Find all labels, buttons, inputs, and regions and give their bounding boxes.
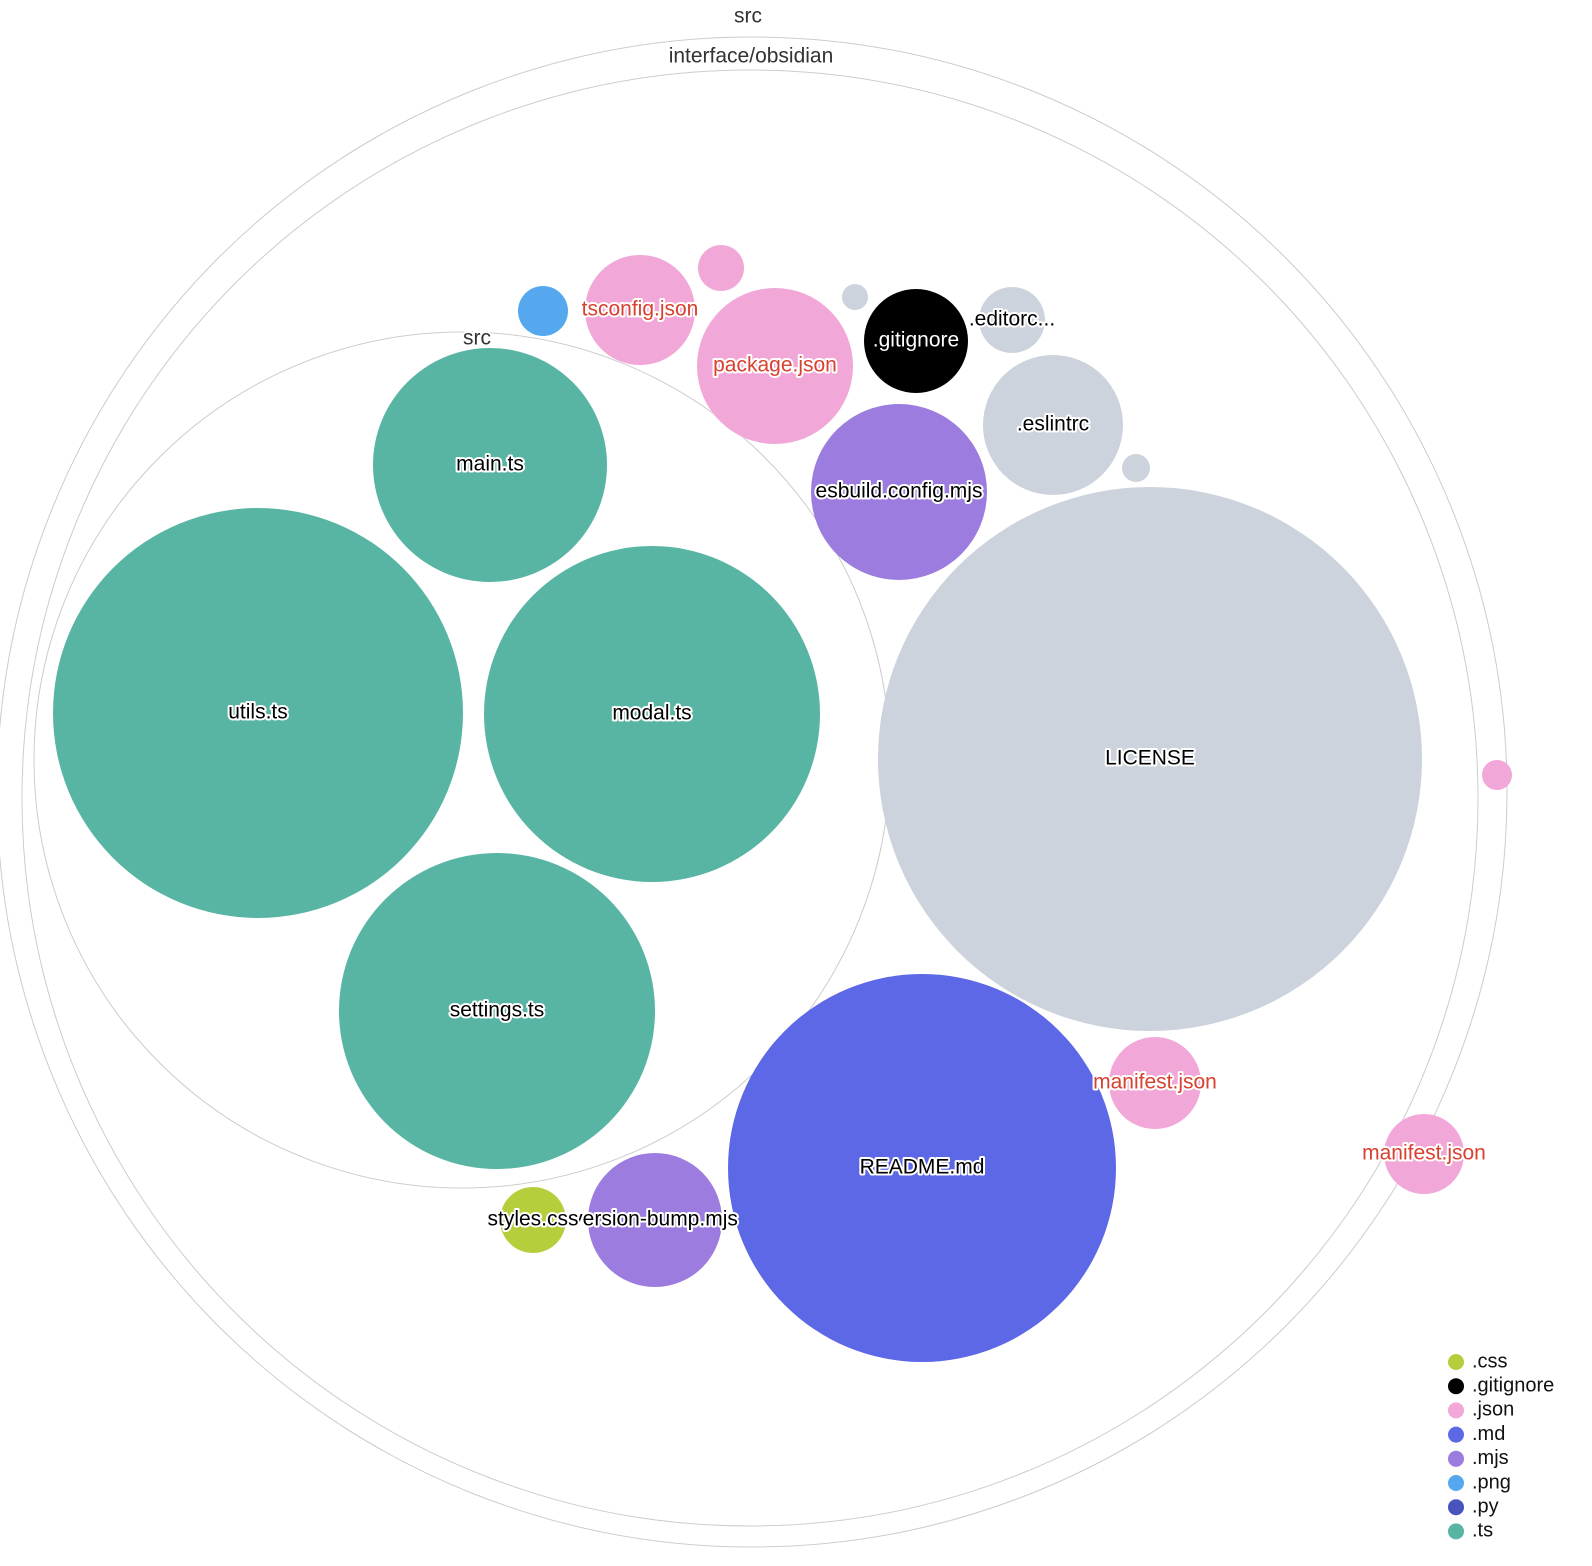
file-circle-manifest.json-root[interactable] bbox=[1384, 1114, 1464, 1194]
file-label-modal.ts: modal.ts bbox=[612, 702, 691, 725]
file-circle-.eslintrc[interactable] bbox=[983, 355, 1123, 495]
file-circle-styles.css[interactable] bbox=[500, 1187, 566, 1253]
legend-swatch-.gitignore bbox=[1448, 1378, 1464, 1395]
file-circle-manifest.json[interactable] bbox=[1109, 1037, 1201, 1129]
file-label-manifest.json: manifest.json bbox=[1093, 1071, 1217, 1094]
file-circle-main.ts[interactable] bbox=[373, 348, 607, 582]
directory-label-interface-obsidian: interface/obsidian bbox=[669, 45, 834, 68]
legend-label-.png: .png bbox=[1472, 1471, 1511, 1493]
file-label-main.ts: main.ts bbox=[456, 453, 524, 476]
file-label-tsconfig.json: tsconfig.json bbox=[582, 298, 699, 321]
legend-swatch-.json bbox=[1448, 1402, 1464, 1419]
file-circle-modal.ts[interactable] bbox=[484, 546, 820, 882]
legend-label-.mjs: .mjs bbox=[1472, 1447, 1509, 1469]
file-circle-settings.ts[interactable] bbox=[339, 853, 655, 1169]
file-circle-utils.ts[interactable] bbox=[53, 508, 463, 918]
legend-swatch-.mjs bbox=[1448, 1450, 1464, 1467]
legend-label-.gitignore: .gitignore bbox=[1472, 1374, 1554, 1396]
file-label-README.md: README.md bbox=[860, 1156, 985, 1179]
legend-label-.css: .css bbox=[1472, 1350, 1508, 1372]
legend-label-.py: .py bbox=[1472, 1495, 1499, 1517]
legend-swatch-.md bbox=[1448, 1426, 1464, 1443]
file-label-LICENSE: LICENSE bbox=[1105, 747, 1195, 770]
file-label-editorc: .editorc... bbox=[969, 308, 1055, 331]
file-circle-README.md[interactable] bbox=[728, 974, 1116, 1362]
directory-label-src-inner: src bbox=[463, 327, 491, 350]
file-circle-png-file[interactable] bbox=[518, 286, 568, 336]
legend-label-.ts: .ts bbox=[1472, 1520, 1493, 1542]
legend-label-.md: .md bbox=[1472, 1423, 1505, 1445]
file-circle-gray-sm-1[interactable] bbox=[842, 284, 868, 310]
file-label-.eslintrc: .eslintrc bbox=[1017, 413, 1089, 436]
file-label-settings.ts: settings.ts bbox=[450, 999, 545, 1022]
file-circle-.gitignore[interactable] bbox=[864, 289, 968, 393]
file-circle-LICENSE[interactable] bbox=[878, 487, 1422, 1031]
file-circle-tsconfig.json[interactable] bbox=[585, 255, 695, 365]
directory-circle-interface-obsidian[interactable] bbox=[21, 69, 1479, 1527]
file-label-styles.css: styles.css bbox=[487, 1208, 578, 1231]
directory-circle-src-root[interactable] bbox=[0, 36, 1508, 1548]
file-label-.gitignore: .gitignore bbox=[873, 329, 959, 352]
file-circle-editorc[interactable] bbox=[979, 287, 1045, 353]
legend-swatch-.png bbox=[1448, 1475, 1464, 1491]
file-label-package.json: package.json bbox=[713, 354, 837, 377]
file-circle-esbuild.config.mjs[interactable] bbox=[811, 404, 987, 580]
file-label-utils.ts: utils.ts bbox=[228, 701, 288, 724]
file-label-version-bump.mjs: version-bump.mjs bbox=[572, 1208, 738, 1231]
legend-swatch-.ts bbox=[1448, 1523, 1464, 1540]
file-circle-json-sm-top[interactable] bbox=[698, 245, 744, 291]
file-label-esbuild.config.mjs: esbuild.config.mjs bbox=[816, 480, 983, 503]
file-label-manifest.json-root: manifest.json bbox=[1362, 1142, 1486, 1165]
file-circle-gray-sm-2[interactable] bbox=[1122, 454, 1150, 482]
legend-label-.json: .json bbox=[1472, 1399, 1514, 1421]
file-circle-json-sm-right[interactable] bbox=[1482, 760, 1512, 790]
directory-label-src-root: src bbox=[734, 5, 762, 28]
file-circle-version-bump.mjs[interactable] bbox=[588, 1153, 722, 1287]
legend-swatch-.css bbox=[1448, 1354, 1464, 1370]
file-circle-package.json[interactable] bbox=[697, 288, 853, 444]
legend-swatch-.py bbox=[1448, 1499, 1464, 1516]
